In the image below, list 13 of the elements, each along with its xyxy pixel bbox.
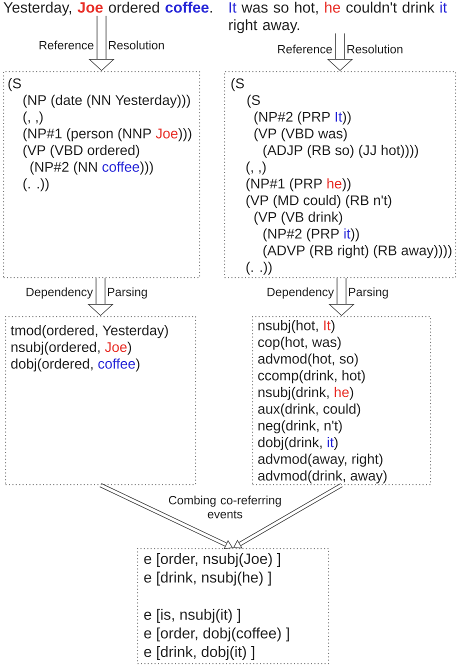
edge-label: Dependency Parsing bbox=[26, 287, 147, 299]
parse-tree-box: (S (NP (date (NN Yesterday))) (, ,) (NP#1 (person (NNP Joe))) (VP (VBD ordered) (NP#2 (NN coffee))) (. .)) bbox=[3, 71, 200, 278]
dependency-box: nsubj(hot, It) cop(hot, was) advmod(hot, so) ccomp(drink, hot) nsubj(drink, he) aux(drink, could) neg(drink, n't) dobj(drink, it) advmod(away, right) advmod(drink, away) bbox=[252, 316, 432, 486]
edge-label: Combing co-referring events bbox=[168, 496, 281, 518]
block-arrow bbox=[233, 483, 343, 548]
sentence: Yesterday, Joe ordered coffee. bbox=[4, 2, 212, 16]
event-box: e [order, nsubj(Joe) ] e [drink, nsubj(he) ] e [is, nsubj(it) ] e [order, dobj(coffee) ] e [drink, dobj(it) ] bbox=[137, 548, 330, 664]
edge-label: Reference Resolution bbox=[40, 40, 164, 50]
dependency-box: tmod(ordered, Yesterday) nsubj(ordered, Joe) dobj(ordered, coffee) bbox=[5, 316, 196, 486]
edge-label: Dependency Parsing bbox=[268, 287, 388, 299]
edge-label: Reference Resolution bbox=[278, 44, 402, 54]
parse-tree-box: (S (S (NP#2 (PRP It)) (VP (VBD was) (ADJP (RB so) (JJ hot)))) (, ,) (NP#1 (PRP he)) (VP (MD could) (RB n't) (VP (VB drink) (NP#2 (PRP it)) (ADVP (RB right) (RB away)))) (. .)) bbox=[224, 71, 456, 278]
sentence: It was so hot, he couldn't drink it right away. bbox=[229, 2, 447, 34]
